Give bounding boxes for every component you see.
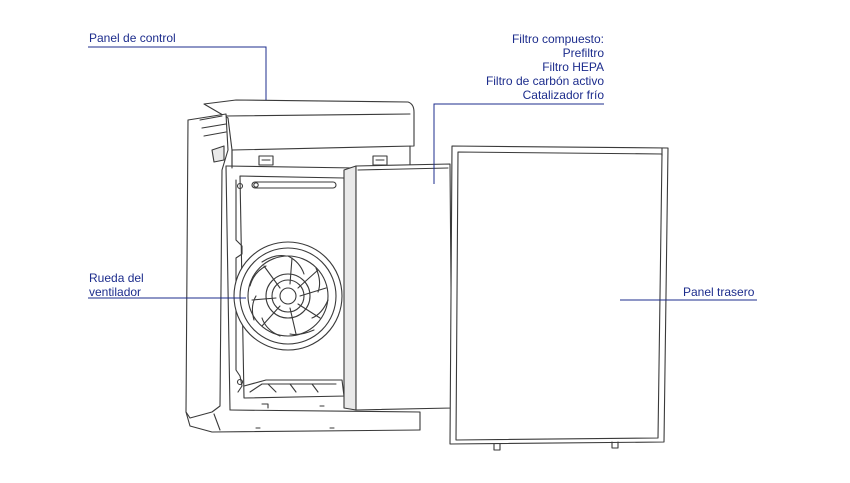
label-composite-filter: Filtro compuesto: Prefiltro Filtro HEPA … (486, 32, 604, 102)
label-back-panel: Panel trasero (683, 285, 755, 299)
label-filter-item: Catalizador frío (522, 88, 604, 102)
label-control-panel: Panel de control (89, 31, 176, 45)
callout-lines (88, 46, 757, 301)
callout-line-control-panel (88, 46, 267, 100)
label-filter-item: Prefiltro (562, 46, 604, 60)
label-fan-wheel-line: ventilador (89, 285, 142, 299)
label-fan-wheel-line: Rueda del (89, 271, 144, 285)
composite-filter (343, 163, 453, 411)
callout-line-composite-filter (433, 103, 604, 184)
label-filter-item: Filtro HEPA (542, 60, 604, 74)
back-panel (449, 145, 669, 451)
fan-wheel (233, 241, 343, 351)
label-composite-filter-title: Filtro compuesto: (511, 32, 604, 46)
label-filter-item: Filtro de carbón activo (485, 74, 604, 88)
label-fan-wheel: Rueda del ventilador (89, 271, 144, 299)
fan-blades (249, 255, 329, 337)
